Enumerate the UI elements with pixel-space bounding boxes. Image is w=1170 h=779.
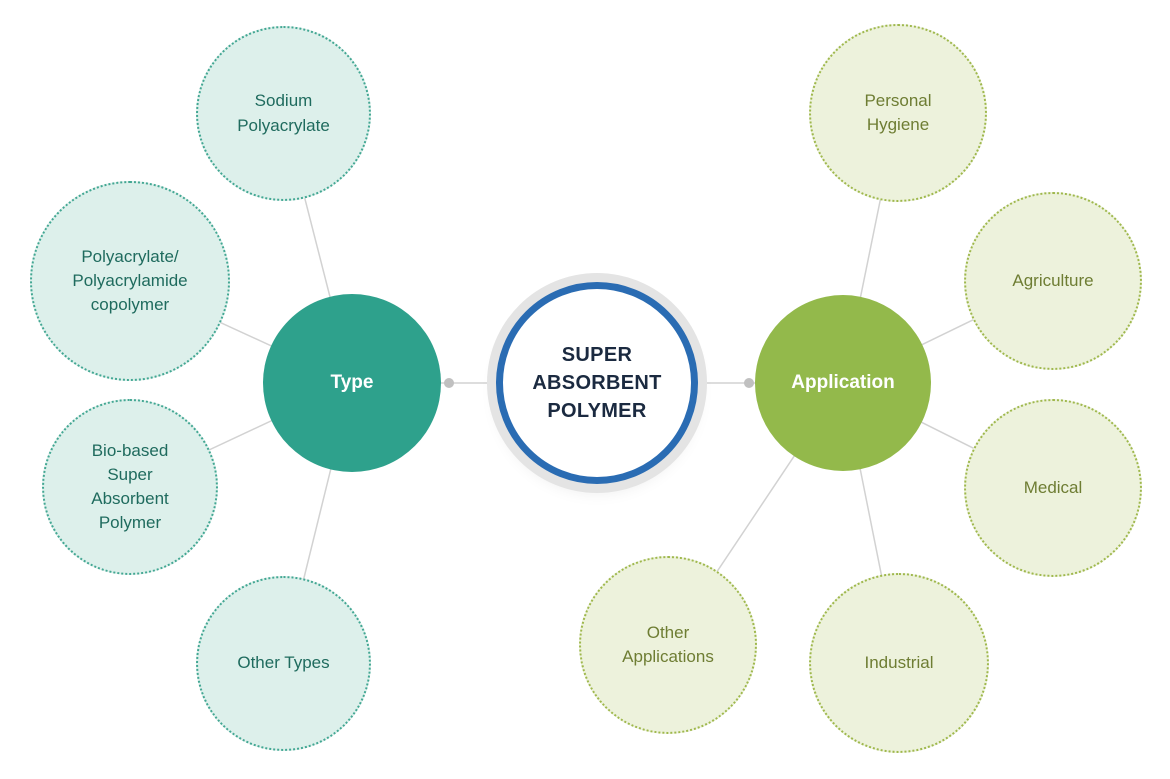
- application-node-label: Industrial: [864, 652, 934, 672]
- type-node-sodium-polyacrylate: Sodium Polyacrylate: [196, 26, 371, 201]
- application-node-other-applications: Other Applications: [579, 556, 757, 734]
- type-node-bio-based: Bio-based Super Absorbent Polymer: [42, 399, 218, 575]
- type-node-label: Other Types: [237, 653, 330, 673]
- application-node-industrial: Industrial: [809, 573, 989, 753]
- application-node-personal-hygiene: Personal Hygiene: [809, 24, 987, 202]
- type-node-label: Sodium Polyacrylate: [237, 91, 330, 135]
- center-title: SUPER ABSORBENT POLYMER: [532, 344, 662, 422]
- center-title-circle: SUPER ABSORBENT POLYMER: [496, 282, 698, 484]
- application-hub-label: Application: [791, 372, 895, 393]
- application-node-medical: Medical: [964, 399, 1142, 577]
- type-node-label: Bio-based Super Absorbent Polymer: [91, 440, 169, 533]
- application-node-label: Medical: [1023, 477, 1083, 497]
- type-node-other-types: Other Types: [196, 576, 371, 751]
- type-hub-label: Type: [330, 372, 374, 393]
- application-hub: Application: [755, 295, 931, 471]
- application-node-label: Personal Hygiene: [864, 90, 932, 134]
- connector-dot-right: [744, 378, 754, 388]
- application-node-label: Agriculture: [1012, 270, 1094, 290]
- type-node-polyacrylate-copolymer: Polyacrylate/ Polyacrylamide copolymer: [30, 181, 230, 381]
- type-node-label: Polyacrylate/ Polyacrylamide copolymer: [72, 246, 188, 315]
- connector-dot-left: [444, 378, 454, 388]
- application-node-label: Other Applications: [622, 622, 714, 666]
- type-hub: Type: [263, 294, 441, 472]
- application-node-agriculture: Agriculture: [964, 192, 1142, 370]
